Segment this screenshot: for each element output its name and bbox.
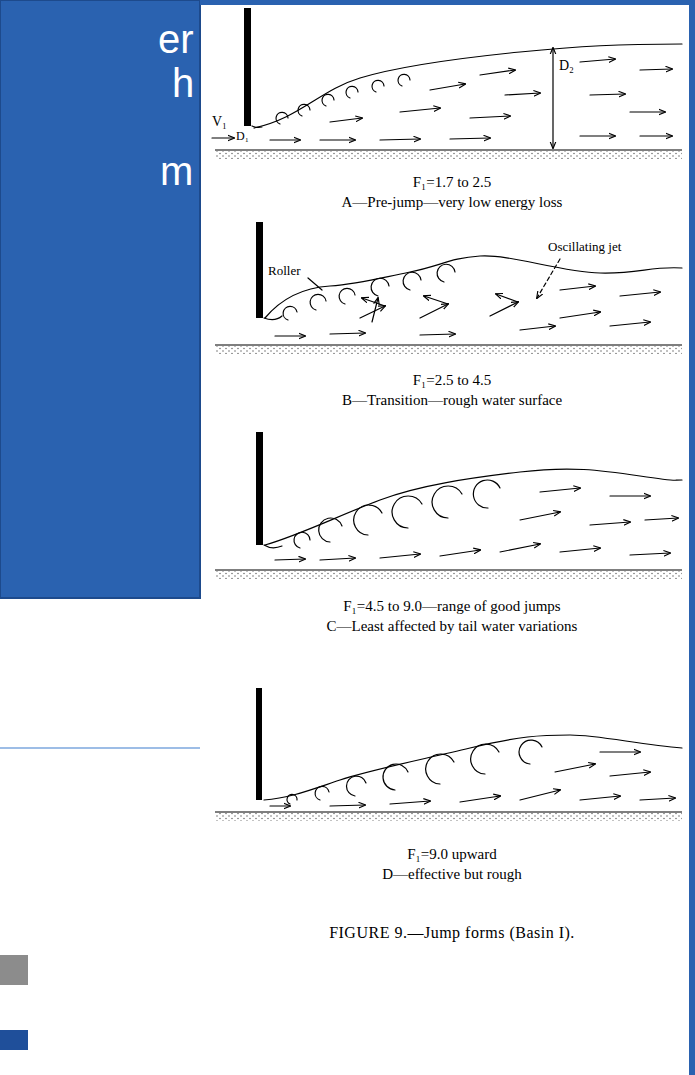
slide-border [200, 0, 695, 5]
depth-symbol: D₁ [236, 130, 249, 144]
jump-description: B—Transition—rough water surface [342, 392, 562, 409]
slide-fragment: er [158, 16, 194, 62]
slide-block [0, 955, 28, 985]
depth-symbol: D₂ [559, 58, 574, 74]
jump-b [215, 222, 682, 354]
froude-range: F₁=4.5 to 9.0—range of good jumps [343, 598, 560, 615]
slide-fragment: m [160, 148, 193, 194]
froude-range: F₁=9.0 upward [407, 846, 497, 863]
slide-block [0, 1030, 28, 1050]
slide-border [689, 0, 695, 1075]
froude-range: F₁=1.7 to 2.5 [413, 174, 492, 191]
jump-description: A—Pre-jump—very low energy loss [342, 194, 563, 211]
jump-d [215, 688, 682, 821]
froude-range: F₁=2.5 to 4.5 [413, 372, 492, 389]
slide-fragment: h [172, 60, 194, 106]
jump-description: C—Least affected by tail water variation… [327, 618, 578, 635]
jump-c [215, 432, 682, 579]
part-name: Roller [268, 264, 301, 279]
part-name: Oscillating jet [548, 240, 621, 255]
slide-rule [0, 747, 200, 749]
jump-description: D—effective but rough [382, 866, 522, 883]
figure-caption: FIGURE 9.—Jump forms (Basin I). [329, 924, 575, 942]
jump-a [212, 8, 682, 159]
velocity-symbol: V₁ [212, 114, 227, 130]
slide-panel [0, 0, 200, 598]
